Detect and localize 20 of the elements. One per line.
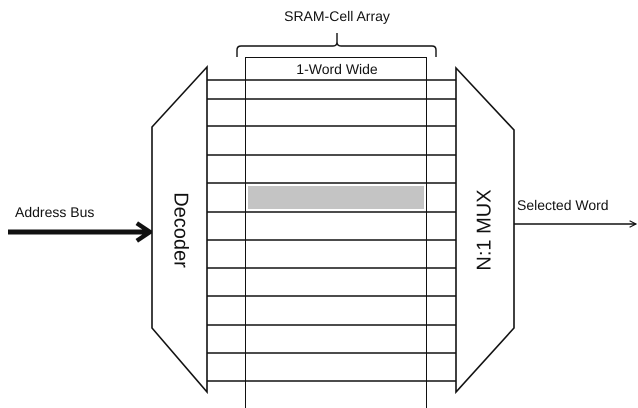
edge-label: Selected Word: [517, 198, 609, 214]
word-line: [207, 79, 456, 81]
word-line: [207, 211, 456, 213]
array-title: SRAM-Cell Array: [284, 8, 390, 24]
word-line: [207, 324, 456, 326]
block-label: Decoder: [168, 192, 191, 268]
block-label: N:1 MUX: [474, 189, 496, 271]
word-line: [207, 295, 456, 297]
column-heading: 1-Word Wide: [296, 61, 378, 77]
word-line: [207, 239, 456, 241]
word-line: [207, 125, 456, 127]
edge-label: Address Bus: [15, 205, 94, 220]
word-line: [207, 380, 456, 382]
word-line: [207, 267, 456, 269]
word-line: [207, 154, 456, 156]
word-line: [207, 98, 456, 100]
word-line: [207, 352, 456, 354]
arrow: [514, 220, 637, 228]
arrow: [8, 221, 152, 243]
word-line: [207, 182, 456, 184]
